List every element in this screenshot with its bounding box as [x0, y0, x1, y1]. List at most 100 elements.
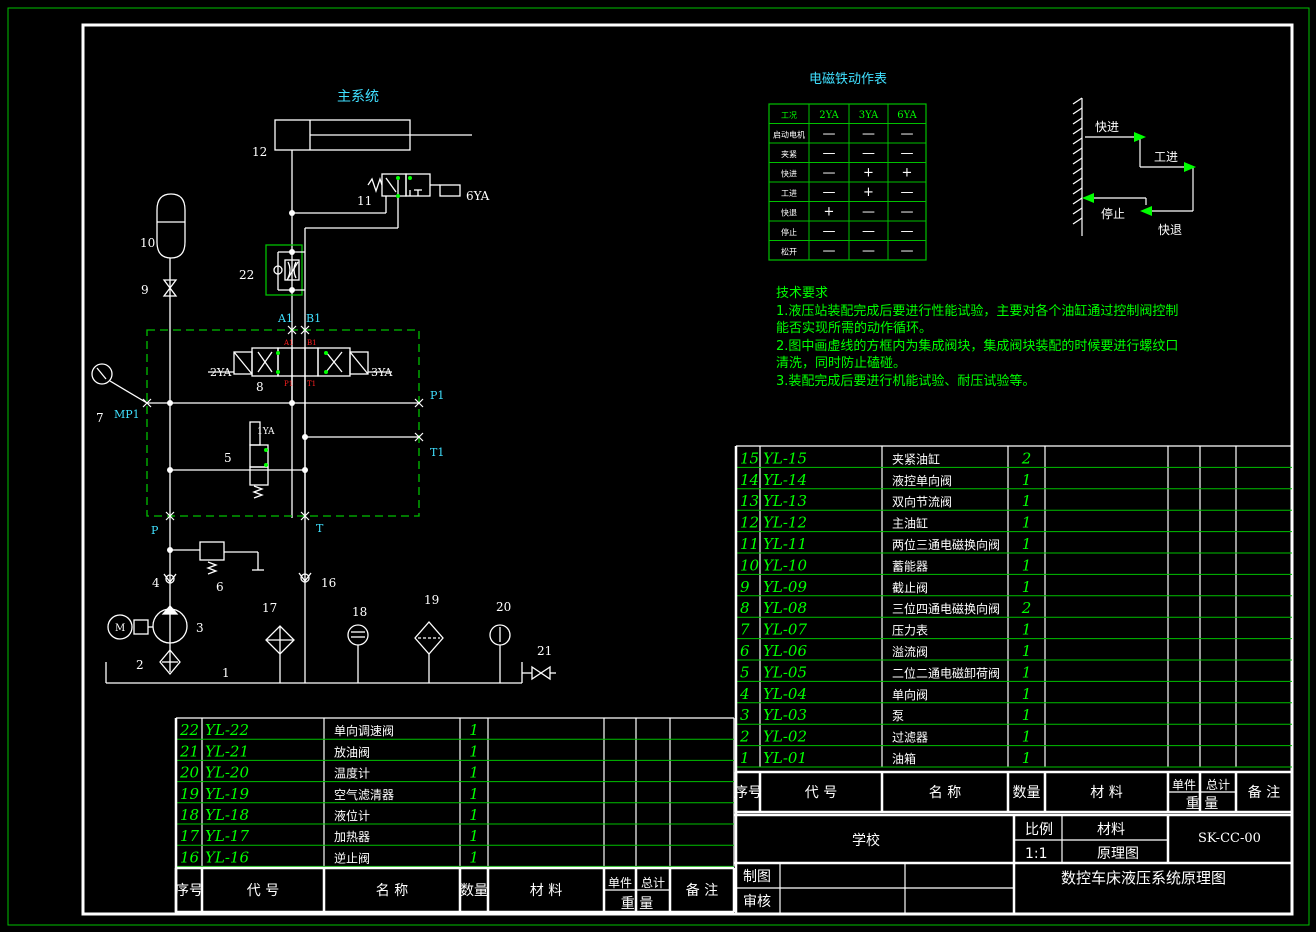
action-table-cell: 启动电机 — [773, 130, 805, 140]
parts-left-qty: 1 — [469, 742, 479, 760]
junction-dots — [167, 210, 308, 553]
label-7: 7 — [96, 411, 104, 425]
parts-right-qty: 1 — [1022, 514, 1032, 532]
parts-left-seq: 22 — [179, 721, 199, 739]
parts-right-header: 数量 — [1013, 785, 1041, 801]
action-table-cell: — — [901, 224, 914, 239]
parts-right-code: YL-12 — [763, 514, 807, 532]
parts-left-header: 名 称 — [376, 883, 408, 899]
parts-right-name: 两位三通电磁换向阀 — [892, 537, 1000, 552]
action-table-cell: + — [863, 185, 874, 200]
parts-right-header: 序号 — [734, 785, 762, 801]
diagram-title: 主系统 — [337, 89, 379, 105]
parts-right-qty: 1 — [1022, 706, 1032, 724]
action-table-cell: — — [901, 146, 914, 161]
parts-right-seq: 8 — [740, 599, 750, 617]
parts-right-code: YL-02 — [763, 728, 807, 746]
parts-right-name: 截止阀 — [892, 581, 928, 595]
parts-left-code: YL-20 — [205, 764, 249, 782]
parts-left-name: 逆止阀 — [334, 850, 370, 865]
tech-line-2: 2.图中画虚线的方框内为集成阀块，集成阀块装配的时候要进行螺纹口 — [776, 338, 1178, 354]
parts-left-qty: 1 — [469, 764, 479, 782]
parts-right-header: 名 称 — [929, 785, 961, 801]
action-table-cell: 夹紧 — [781, 149, 797, 159]
label-16: 16 — [321, 576, 336, 590]
action-table-cell: — — [862, 205, 875, 220]
parts-right-seq: 9 — [740, 578, 750, 596]
parts-right-seq: 1 — [740, 749, 750, 767]
parts-right-name: 二位二通电磁卸荷阀 — [892, 665, 1000, 680]
action-table-cell: 停止 — [781, 227, 797, 237]
label-t1-right: T1 — [430, 446, 444, 459]
action-table-cell: — — [901, 185, 914, 200]
title-block: 学校 比例 1:1 材料 原理图 SK-CC-00 制图 审核 数控车床液压系统… — [734, 813, 1292, 914]
parts-left-header: 总计 — [641, 876, 665, 890]
label-1ya: 1YA — [257, 427, 275, 437]
action-table-cell: — — [823, 185, 836, 200]
parts-right-seq: 12 — [740, 514, 759, 532]
action-table-cell: 快退 — [781, 208, 797, 218]
parts-left-name: 单向调速阀 — [334, 723, 394, 738]
action-table-title: 电磁铁动作表 — [809, 72, 887, 87]
tech-line-0: 1.液压站装配完成后要进行性能试验，主要对各个油缸通过控制阀控制 — [776, 303, 1178, 319]
label-21: 21 — [537, 644, 552, 658]
label-20: 20 — [496, 600, 511, 614]
parts-right-seq: 10 — [740, 556, 760, 574]
parts-left-qty: 1 — [469, 721, 479, 739]
parts-right-code: YL-11 — [763, 535, 807, 553]
label-a1: A1 — [277, 312, 293, 325]
parts-right-seq: 14 — [740, 471, 759, 489]
green-markers — [264, 176, 412, 467]
action-table-cell: — — [862, 224, 875, 239]
action-table-cell: + — [863, 166, 874, 181]
label-2: 2 — [136, 658, 144, 672]
parts-right-seq: 4 — [739, 685, 750, 703]
parts-right-seq: 7 — [740, 621, 750, 639]
label-3ya: 3YA — [371, 366, 393, 379]
parts-right-header: 单件 — [1172, 778, 1196, 792]
tech-requirements: 技术要求 1.液压站装配完成后要进行性能试验，主要对各个油缸通过控制阀控制 能否… — [776, 286, 1178, 389]
checked-label: 审核 — [743, 894, 771, 910]
parts-left-qty: 1 — [469, 785, 479, 803]
parts-right-qty: 1 — [1022, 578, 1032, 596]
action-table-cell: 工进 — [781, 189, 797, 198]
parts-right-qty: 1 — [1022, 749, 1032, 767]
action-table-cell: — — [823, 224, 836, 239]
parts-right-code: YL-14 — [763, 471, 807, 489]
action-table-cell: — — [901, 244, 914, 259]
parts-right-seq: 5 — [740, 663, 750, 681]
scale-value: 1:1 — [1025, 846, 1048, 862]
valve-port-t1: T1 — [307, 380, 316, 388]
parts-right-code: YL-08 — [763, 599, 807, 617]
action-table-cell: — — [862, 244, 875, 259]
label-6: 6 — [216, 580, 224, 594]
parts-right-qty: 1 — [1022, 535, 1032, 553]
parts-left-header: 代 号 — [247, 883, 279, 899]
parts-right-code: YL-03 — [763, 706, 807, 724]
parts-left-seq: 20 — [179, 764, 200, 782]
label-t: T — [316, 522, 324, 535]
parts-right-seq: 11 — [740, 535, 759, 553]
parts-left-code: YL-18 — [205, 806, 249, 824]
parts-right-seq: 6 — [740, 642, 750, 660]
label-4: 4 — [152, 576, 160, 590]
parts-right-code: YL-01 — [763, 749, 807, 767]
action-table-cell: — — [823, 166, 836, 181]
scale-label: 比例 — [1025, 822, 1053, 838]
parts-left-qty: 1 — [469, 848, 479, 866]
action-table-header: 3YA — [859, 110, 879, 121]
parts-right-qty: 1 — [1022, 471, 1032, 489]
parts-right-qty: 1 — [1022, 728, 1032, 746]
drawing-title: 数控车床液压系统原理图 — [1061, 869, 1226, 887]
action-table-cell: — — [862, 127, 875, 142]
parts-right-seq: 2 — [739, 728, 750, 746]
parts-right-name: 三位四通电磁换向阀 — [892, 601, 1000, 616]
parts-right-name: 泵 — [892, 709, 904, 723]
parts-right-name: 蓄能器 — [892, 559, 928, 573]
label-9: 9 — [141, 283, 149, 297]
action-table-cell: — — [862, 146, 875, 161]
valve-port-b1: B1 — [307, 339, 317, 347]
label-3: 3 — [196, 621, 204, 635]
cycle-diagram: 快进 工进 停止 快退 — [1072, 97, 1196, 237]
